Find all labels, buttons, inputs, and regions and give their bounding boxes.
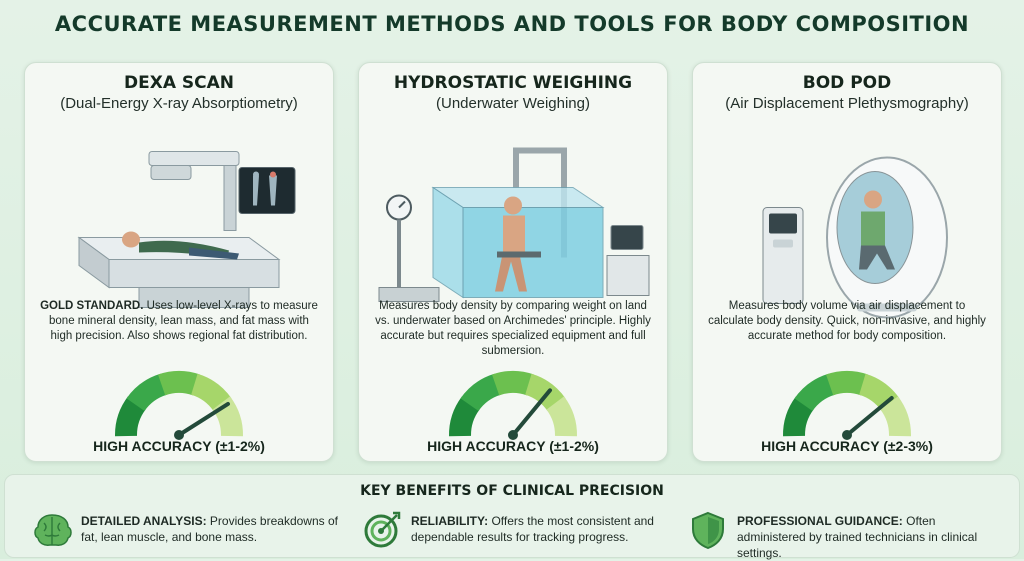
page-title: ACCURATE MEASUREMENT METHODS AND TOOLS F… [54,12,970,36]
accuracy-gauge [783,371,911,440]
accuracy-label: HIGH ACCURACY (±1-2%) [93,438,265,454]
card-description: Measures body density by comparing weigh… [375,300,651,357]
gauge-segment [212,396,243,437]
card-title: BOD POD [802,73,892,93]
benefit-item: PROFESSIONAL GUIDANCE: Often administere… [687,509,1007,560]
gauge-segment [826,371,868,396]
accuracy-label: HIGH ACCURACY (±1-2%) [427,438,599,454]
card-subtitle: (Underwater Weighing) [436,95,590,112]
brain-icon [34,514,72,546]
benefit-text: PROFESSIONAL GUIDANCE: Often administere… [737,514,978,560]
benefit-text: RELIABILITY: Offers the most consistent … [411,514,654,544]
gauge-segment [492,371,534,396]
gauge-hub [174,430,184,440]
shield-icon [692,511,724,550]
gauge-needle [177,401,230,437]
gauge-segment [158,371,200,396]
benefit-item: DETAILED ANALYSIS: Provides breakdowns o… [31,509,351,553]
gauge-segment [546,396,577,437]
benefit-text: DETAILED ANALYSIS: Provides breakdowns o… [81,514,338,544]
accuracy-gauge [449,371,577,440]
water-tank-illustration [378,147,650,302]
dexa-scanner-illustration [77,151,296,308]
gauge-needle [845,396,894,437]
gauge-segment [794,373,835,411]
dexa-card: DEXA SCAN (Dual-Energy X-ray Absorptiome… [24,62,334,462]
card-subtitle: (Dual-Energy X-ray Absorptiometry) [60,95,298,112]
accuracy-label: HIGH ACCURACY (±2-3%) [761,438,933,454]
benefits-panel: KEY BENEFITS OF CLINICAL PRECISION DETAI… [4,474,1020,560]
accuracy-gauge [115,371,243,440]
card-title: DEXA SCAN [123,73,234,93]
gauge-segment [460,373,501,411]
target-icon [364,511,401,548]
bod-pod-illustration [762,156,948,319]
benefits-title: KEY BENEFITS OF CLINICAL PRECISION [360,483,664,499]
gauge-segment [126,373,167,411]
bod-pod-card: BOD POD (Air Displacement Plethysmograph… [692,62,1002,462]
gauge-hub [508,430,518,440]
hydrostatic-card: HYDROSTATIC WEIGHING (Underwater Weighin… [358,62,668,462]
card-description: GOLD STANDARD. Uses low-level X-rays to … [40,300,318,342]
benefit-item: RELIABILITY: Offers the most consistent … [361,509,681,553]
card-description: Measures body volume via air displacemen… [708,300,986,342]
card-subtitle: (Air Displacement Plethysmography) [725,95,969,112]
gauge-segment [880,396,911,437]
gauge-needle [511,388,552,437]
gauge-hub [842,430,852,440]
gauge-segment [191,373,232,411]
gauge-segment [525,373,566,411]
card-title: HYDROSTATIC WEIGHING [393,73,633,93]
